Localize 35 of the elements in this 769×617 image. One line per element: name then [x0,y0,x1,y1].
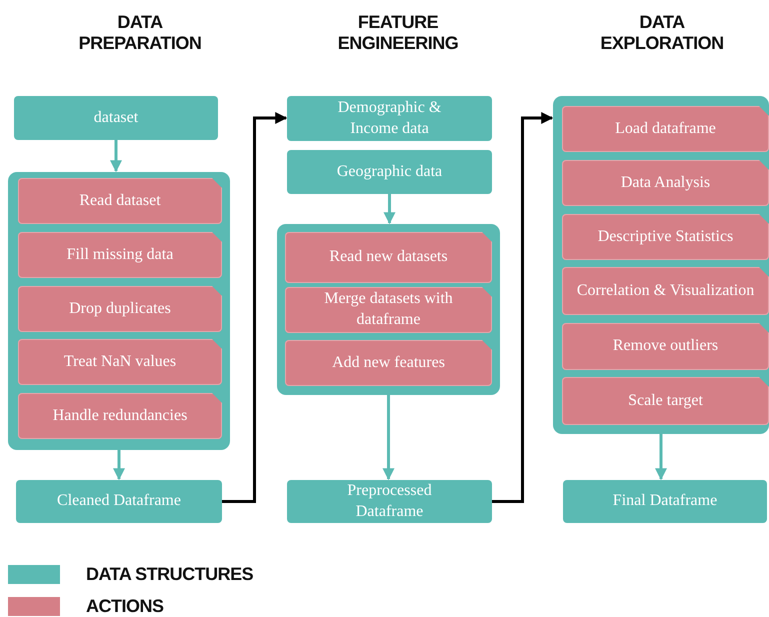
arrow [113,450,125,480]
legend-text: ACTIONS [86,596,164,617]
data-box: Final Dataframe [563,480,767,523]
arrow [492,112,554,503]
data-box: dataset [14,96,218,140]
data-box: Cleaned Dataframe [16,480,222,523]
action-box: Add new features [285,340,492,386]
group-panel [8,172,230,450]
arrow [110,140,122,172]
action-box: Descriptive Statistics [562,214,769,260]
data-box: Preprocessed Dataframe [287,480,492,523]
data-box: Demographic & Income data [287,96,492,141]
data-box: Geographic data [287,150,492,194]
action-box: Read dataset [18,178,222,224]
action-box: Scale target [562,377,769,425]
arrow [222,112,288,503]
group-panel [277,224,500,395]
action-box: Data Analysis [562,160,769,206]
group-panel [553,96,769,434]
action-box: Treat NaN values [18,339,222,385]
column-heading: DATA PREPARATION [78,12,202,54]
action-box: Handle redundancies [18,393,222,439]
action-box: Fill missing data [18,232,222,278]
column-heading: FEATURE ENGINEERING [336,12,460,54]
arrow [382,395,394,480]
column-heading: DATA EXPLORATION [599,12,725,54]
action-box: Remove outliers [562,323,769,370]
action-box: Correlation & Visualization [562,267,769,315]
arrow [384,194,396,224]
arrow [655,434,667,480]
action-box: Drop duplicates [18,286,222,332]
action-box: Read new datasets [285,232,492,283]
action-box: Load dataframe [562,106,769,152]
action-box: Merge datasets with dataframe [285,287,492,333]
legend-text: DATA STRUCTURES [86,564,254,585]
